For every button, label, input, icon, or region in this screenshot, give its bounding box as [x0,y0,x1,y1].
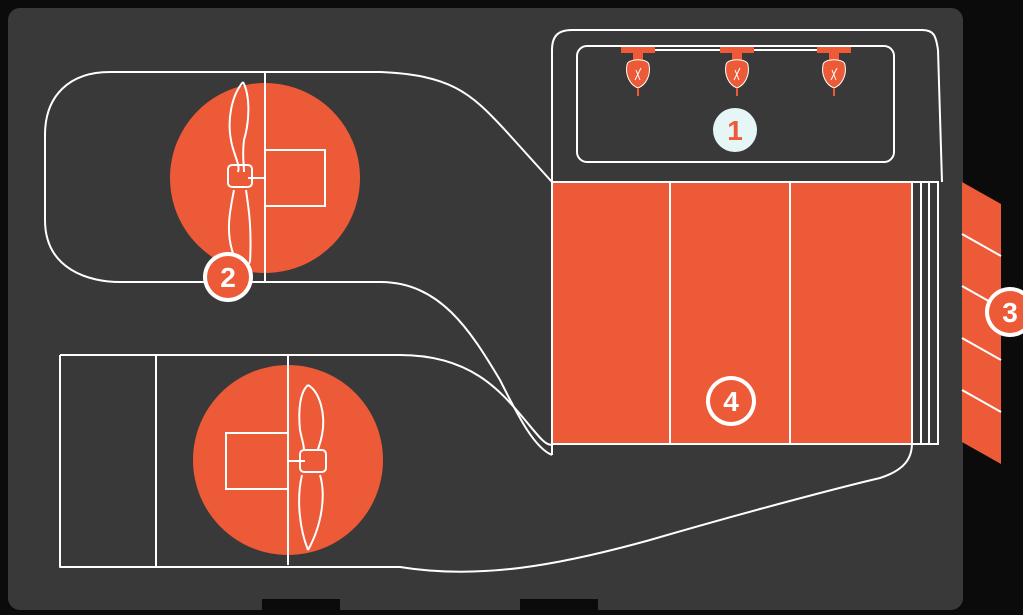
fill-panel-3 [791,182,911,444]
upper-duct [44,71,553,456]
callout-label-1: 1 [727,115,743,146]
fill-panel-1 [552,182,670,444]
sprinkler-nozzle-icon [621,47,655,96]
sprinkler-nozzle-icon [817,47,851,96]
callout-badge-2: 2 [203,252,253,302]
louver-panel [961,182,1002,464]
sprinkler-nozzle-icon [720,47,754,96]
panel-tab-left [262,599,340,610]
fan-blade-icon [227,81,253,267]
callout-badge-1: 1 [713,108,757,152]
lower-fan-unit [193,355,383,565]
callout-label-2: 2 [220,262,236,293]
panel-tab-right [520,599,598,610]
louver-slat [961,233,1002,257]
louver-frame [962,182,1001,464]
duct-outlines [44,29,943,573]
lower-duct [60,354,553,455]
sprinkler-housing [551,29,943,183]
callout-label-4: 4 [723,386,739,417]
sprinkler-chamber [576,45,895,163]
louver-slat [961,389,1002,413]
upper-fan-unit [170,73,360,283]
callout-label-3: 3 [1002,297,1018,328]
callout-badge-4: 4 [706,376,756,426]
callout-badge-3: 3 [985,287,1023,337]
fill-media-outline [551,181,939,445]
lower-duct-body [59,355,913,573]
louver-slat [961,337,1002,361]
fan-blade-icon [298,384,327,551]
